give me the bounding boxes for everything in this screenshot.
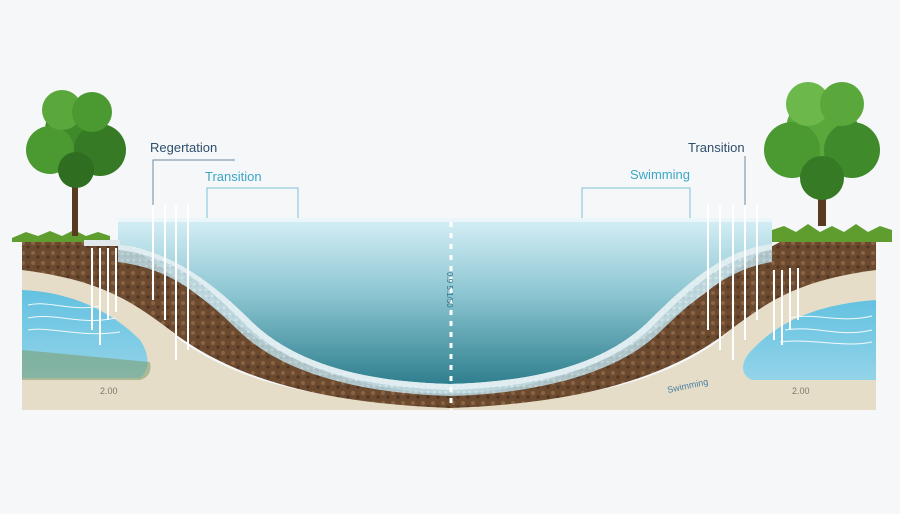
soil-layer [22, 242, 876, 408]
marker-posts-left [91, 205, 189, 360]
liner-top-band [118, 244, 772, 390]
pond-liner [118, 244, 772, 396]
label-transition-left: Transition [205, 169, 262, 184]
sand-layer [22, 260, 876, 410]
tree-left [26, 90, 126, 236]
grass-right [772, 224, 892, 242]
groundwater-waves [27, 303, 873, 345]
grass-left [12, 230, 110, 242]
water-surface [118, 218, 772, 222]
label-swimming-top: Swimming [630, 167, 690, 182]
edge-slab-left [84, 240, 120, 246]
pond-water [118, 220, 772, 384]
label-depth-left: 2.00 [100, 386, 118, 396]
label-center-depth: 0.9 5.1/50 [445, 272, 454, 308]
groundwater-left-sediment [22, 350, 151, 380]
label-depth-right: 2.00 [792, 386, 810, 396]
groundwater-right [743, 300, 876, 380]
label-regeneration: Regertation [150, 140, 217, 155]
leader-lines [152, 156, 746, 218]
label-transition-right: Transition [688, 140, 745, 155]
marker-posts-right [707, 205, 799, 360]
tree-right [764, 82, 880, 226]
